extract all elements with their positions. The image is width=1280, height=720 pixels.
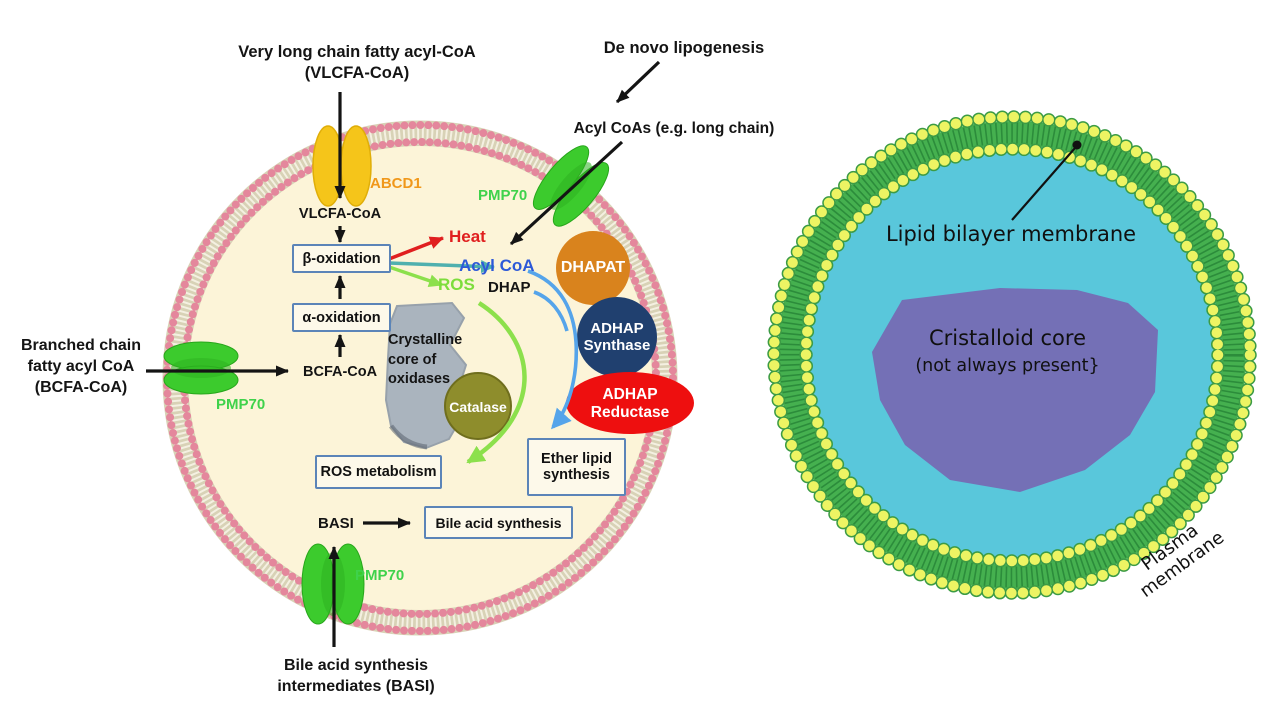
- ros-label: ROS: [438, 275, 475, 294]
- pmp70-bottom-label: PMP70: [355, 567, 405, 584]
- cristalloid-core-label: Cristalloid core: [928, 326, 1087, 350]
- adhap-synthase-line1: ADHAP: [590, 320, 644, 337]
- bcfa-title-line3: (BCFA-CoA): [34, 378, 128, 396]
- dhapat-circle: [556, 231, 630, 305]
- not-always-present-label: (not always present}: [915, 356, 1100, 376]
- simple-peroxisome-diagram: [767, 110, 1257, 600]
- ether-lipid-line1: Ether lipid: [541, 451, 612, 467]
- ether-lipid-line2: synthesis: [543, 467, 610, 483]
- ether-lipid-box: Ether lipid synthesis: [527, 438, 626, 496]
- crystalline-line2: core of: [388, 351, 437, 368]
- basi-label: BASI: [318, 515, 354, 532]
- adhap-reductase-ellipse: [566, 372, 694, 434]
- arrow-heat: [388, 236, 444, 261]
- adhap-synthase-label: ADHAP Synthase: [572, 320, 662, 355]
- pmp70-left-transporter: [163, 341, 239, 395]
- catalase-label: Catalase: [449, 399, 507, 415]
- adhap-reductase-line1: ADHAP: [602, 386, 658, 403]
- bile-acid-synthesis-box: Bile acid synthesis: [424, 506, 573, 539]
- alpha-oxidation-box: α-oxidation: [292, 303, 391, 332]
- bilayer-tails: [779, 122, 1245, 588]
- basi-title-line2: intermediates (BASI): [277, 677, 435, 695]
- acyl-coa-label: Acyl CoA: [459, 256, 535, 275]
- curve-dhap-branch: [533, 290, 569, 332]
- arrow-acyl-coa: [388, 260, 495, 274]
- pmp70-top-label: PMP70: [478, 187, 528, 204]
- cristalloid-core-shape: [872, 288, 1158, 492]
- arrow-ros: [388, 265, 443, 287]
- pmp70-left-label: PMP70: [216, 396, 266, 413]
- heat-label: Heat: [449, 227, 486, 246]
- basi-title-line1: Bile acid synthesis: [283, 657, 429, 674]
- curve-ros-metabolism: [466, 301, 527, 464]
- dhapat-label: DHAPAT: [560, 259, 626, 276]
- crystalline-line3: oxidases: [388, 371, 451, 387]
- arrow-acylcoa-import: [509, 140, 624, 246]
- pointer-line: [1011, 147, 1076, 221]
- bcfa-coa-label: BCFA-CoA: [303, 364, 378, 380]
- vlcfa-coa-label: VLCFA-CoA: [298, 206, 382, 222]
- black-arrows: [146, 60, 661, 647]
- beta-oxidation-box: β-oxidation: [292, 244, 391, 273]
- de-novo-label: De novo lipogenesis: [603, 39, 765, 57]
- crystalline-line1: Crystalline: [388, 332, 463, 348]
- crystalline-core-label: Crystalline core of oxidases: [388, 331, 472, 390]
- pmp70-bottom-transporter: [301, 543, 365, 625]
- abcd1-label: ABCD1: [370, 175, 422, 192]
- basi-title: Bile acid synthesis intermediates (BASI): [260, 656, 452, 698]
- adhap-reductase-line2: Reductase: [590, 403, 670, 421]
- adhap-synthase-circle: [577, 297, 657, 377]
- catalase-circle: [444, 372, 512, 440]
- vlcfa-title: Very long chain fatty acyl-CoA (VLCFA-Co…: [212, 42, 502, 85]
- dhap-label: DHAP: [488, 279, 531, 296]
- arrow-de-novo: [615, 60, 661, 104]
- acyl-coas-label: Acyl CoAs (e.g. long chain): [573, 120, 775, 137]
- bcfa-title-line2: fatty acyl CoA: [27, 357, 135, 375]
- curve-acylcoa-to-ether: [527, 269, 579, 430]
- inner-head-row: [800, 143, 1224, 567]
- bcfa-title: Branched chain fatty acyl CoA (BCFA-CoA): [10, 336, 152, 398]
- vlcfa-title-line1: Very long chain fatty acyl-CoA: [238, 43, 476, 61]
- lipid-bilayer-label: Lipid bilayer membrane: [885, 222, 1137, 246]
- ros-metabolism-box: ROS metabolism: [315, 455, 442, 489]
- pointer-dot: [1072, 140, 1082, 150]
- vlcfa-title-line2: (VLCFA-CoA): [304, 64, 410, 83]
- bcfa-title-line1: Branched chain: [20, 337, 142, 354]
- adhap-reductase-label: ADHAP Reductase: [568, 386, 692, 422]
- outer-head-row: [768, 111, 1256, 599]
- adhap-synthase-line2: Synthase: [583, 337, 651, 355]
